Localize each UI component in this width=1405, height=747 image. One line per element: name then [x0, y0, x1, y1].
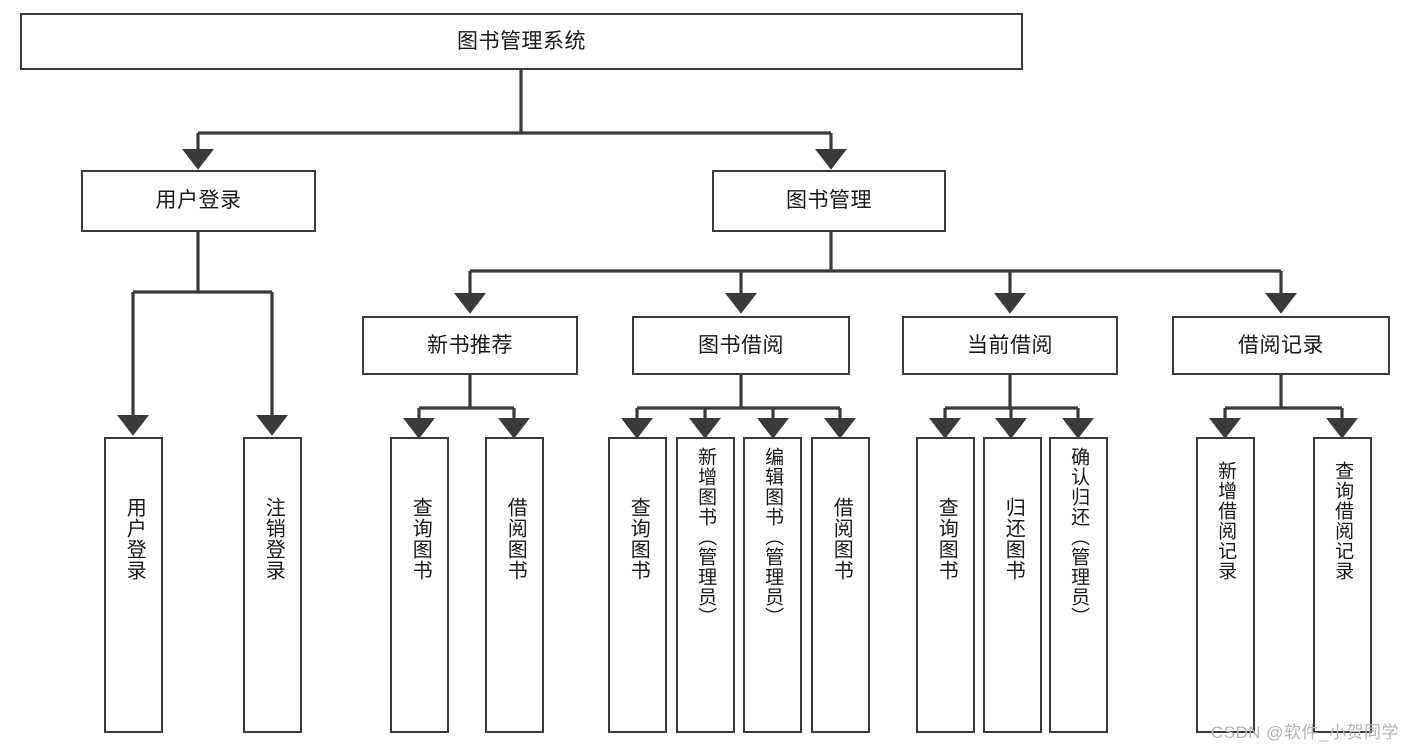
node-label: 图书管理系统: [457, 29, 586, 53]
node-new-book-recommend[interactable]: 新书推荐: [362, 316, 578, 375]
leaf-borrow-record-add-record[interactable]: 新增借阅记录: [1196, 437, 1255, 733]
watermark: CSDN @软件_小贺同学: [1210, 723, 1399, 742]
node-borrow-record[interactable]: 借阅记录: [1172, 316, 1390, 375]
node-current-borrow[interactable]: 当前借阅: [902, 316, 1118, 375]
leaf-current-borrow-return-book[interactable]: 归还图书: [983, 437, 1042, 733]
node-label: 新增借阅记录: [1215, 461, 1237, 581]
node-label: 用户登录: [155, 189, 242, 213]
leaf-user-login-login[interactable]: 用户登录: [104, 437, 163, 733]
node-label: 借阅图书: [504, 497, 527, 581]
leaf-book-borrow-edit-book-admin[interactable]: 编辑图书（管理员）: [743, 437, 802, 733]
node-root-book-management-system[interactable]: 图书管理系统: [20, 13, 1023, 70]
node-user-login[interactable]: 用户登录: [81, 170, 316, 232]
leaf-user-login-logout[interactable]: 注销登录: [243, 437, 302, 733]
node-label: 新书推荐: [427, 333, 513, 357]
node-label: 注销登录: [262, 497, 285, 581]
leaf-new-book-query-book[interactable]: 查询图书: [390, 437, 449, 733]
node-label: 归还图书: [1002, 497, 1025, 581]
leaf-new-book-borrow-book[interactable]: 借阅图书: [485, 437, 544, 733]
node-label: 确认归还（管理员）: [1068, 447, 1090, 627]
node-label: 查询图书: [935, 497, 958, 581]
node-label: 查询图书: [409, 497, 432, 581]
leaf-book-borrow-add-book-admin[interactable]: 新增图书（管理员）: [676, 437, 735, 733]
node-label: 新增图书（管理员）: [695, 447, 717, 627]
node-label: 借阅图书: [830, 497, 853, 581]
node-label: 图书管理: [786, 189, 872, 213]
node-label: 查询图书: [627, 497, 650, 581]
leaf-book-borrow-query-book[interactable]: 查询图书: [608, 437, 667, 733]
leaf-current-borrow-confirm-return-admin[interactable]: 确认归还（管理员）: [1049, 437, 1108, 733]
leaf-book-borrow-borrow-book[interactable]: 借阅图书: [811, 437, 870, 733]
node-label: 借阅记录: [1238, 333, 1324, 357]
node-label: 编辑图书（管理员）: [762, 447, 784, 627]
node-label: 用户登录: [123, 497, 146, 581]
leaf-borrow-record-query-record[interactable]: 查询借阅记录: [1313, 437, 1372, 733]
node-label: 查询借阅记录: [1332, 461, 1354, 581]
node-book-borrow[interactable]: 图书借阅: [632, 316, 850, 375]
node-label: 图书借阅: [698, 333, 784, 357]
leaf-current-borrow-query-book[interactable]: 查询图书: [916, 437, 975, 733]
node-book-management[interactable]: 图书管理: [712, 170, 946, 232]
node-label: 当前借阅: [967, 333, 1053, 357]
